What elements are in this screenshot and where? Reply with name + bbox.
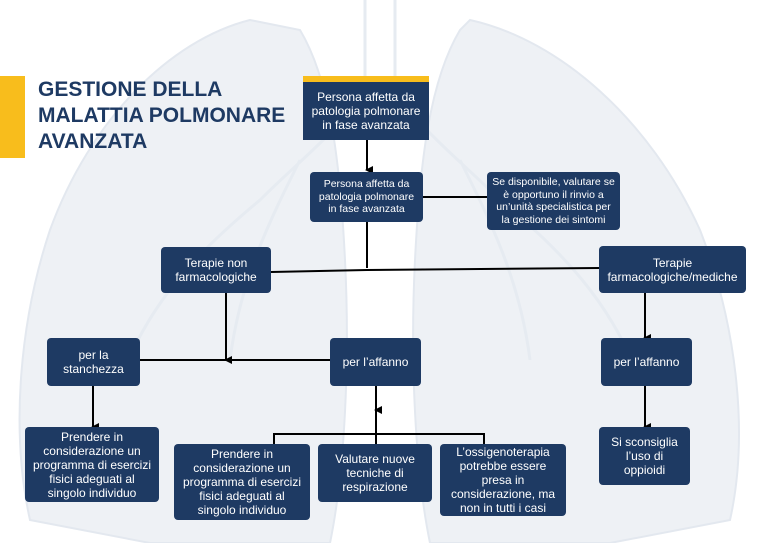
node-second: Persona affetta da patologia polmonare i… (310, 172, 423, 222)
node-breathing-text: Valutare nuove tecniche di respirazione (335, 452, 415, 494)
title-line-3: AVANZATA (38, 130, 148, 153)
node-exercise-left: Prendere in considerazione un programma … (25, 427, 159, 502)
node-fatigue: per la stanchezza (47, 338, 140, 386)
node-opioids-text: Si sconsiglia l’uso di oppioidi (611, 435, 678, 477)
node-oxygen: L’ossigenoterapia potrebbe essere presa … (440, 444, 566, 516)
node-root-text: Persona affetta da patologia polmonare i… (311, 90, 421, 132)
node-breathless-right: per l’affanno (601, 338, 692, 386)
title-line-2: MALATTIA POLMONARE (38, 104, 286, 127)
node-exercise-left-text: Prendere in considerazione un programma … (32, 429, 152, 500)
node-breathless-right-text: per l’affanno (613, 355, 680, 369)
node-oxygen-text: L’ossigenoterapia potrebbe essere presa … (450, 445, 556, 515)
node-exercise-mid-text: Prendere in considerazione un programma … (182, 447, 302, 517)
node-referral: Se disponibile, valutare se è opportuno … (487, 172, 620, 230)
node-second-text: Persona affetta da patologia polmonare i… (318, 178, 415, 216)
node-referral-text: Se disponibile, valutare se è opportuno … (492, 176, 615, 226)
node-breathless-mid: per l’affanno (330, 338, 421, 386)
node-pharma: Terapie farmacologiche/mediche (599, 246, 746, 293)
node-breathing: Valutare nuove tecniche di respirazione (318, 444, 432, 502)
node-exercise-mid: Prendere in considerazione un programma … (174, 444, 310, 520)
title-line-1: GESTIONE DELLA (38, 78, 223, 101)
node-non-pharma: Terapie non farmacologiche (161, 247, 271, 293)
title-accent-bar (0, 76, 25, 158)
node-pharma-text: Terapie farmacologiche/mediche (607, 255, 738, 284)
node-fatigue-text: per la stanchezza (63, 348, 124, 376)
node-root: Persona affetta da patologia polmonare i… (303, 76, 429, 140)
line-mid-split (273, 433, 485, 444)
node-breathless-mid-text: per l’affanno (342, 355, 409, 369)
line-branch-horizontal (270, 267, 601, 273)
node-opioids: Si sconsiglia l’uso di oppioidi (599, 427, 690, 485)
page-title: GESTIONE DELLA MALATTIA POLMONARE AVANZA… (38, 77, 308, 155)
trachea-shape (363, 0, 397, 90)
node-non-pharma-text: Terapie non farmacologiche (175, 256, 257, 284)
